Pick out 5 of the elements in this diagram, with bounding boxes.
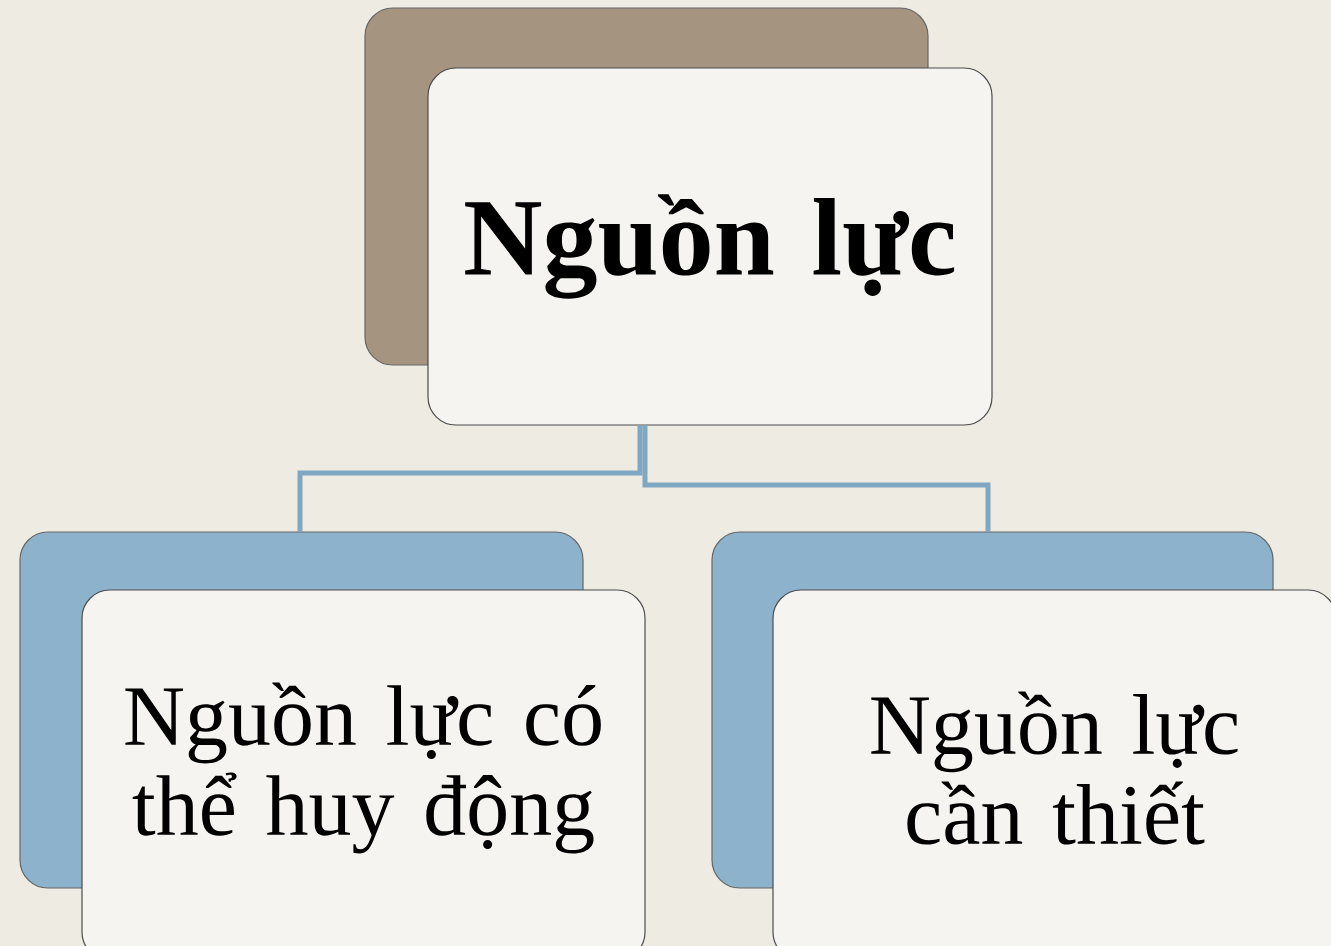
card-stack: Nguồn lực <box>364 7 993 426</box>
card-stack: Nguồn lực cần thiết <box>711 531 1331 946</box>
connector-line <box>642 425 991 532</box>
connector-line <box>297 425 643 532</box>
card-stack: Nguồn lực có thể huy động <box>19 531 646 946</box>
